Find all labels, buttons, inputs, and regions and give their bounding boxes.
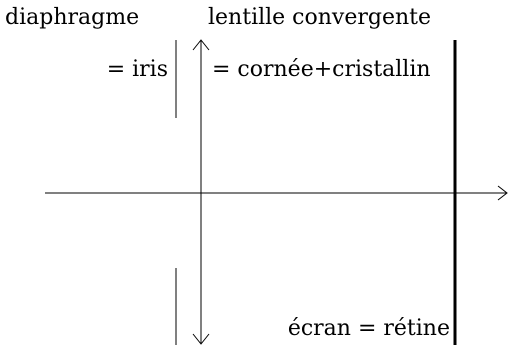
optical-axis: [45, 185, 508, 201]
lens-equiv-label: = cornée+cristallin: [212, 57, 431, 82]
diaphragm-equiv-label: = iris: [107, 57, 168, 82]
optical-axis-arrowhead: [497, 185, 508, 201]
screen-label: écran = rétine: [288, 316, 450, 341]
lens-top-arrowhead: [192, 39, 210, 51]
lens-bottom-arrowhead: [192, 333, 210, 345]
converging-lens: [192, 39, 210, 345]
lens-title: lentille convergente: [208, 5, 431, 30]
diaphragm-title: diaphragme: [5, 5, 139, 30]
